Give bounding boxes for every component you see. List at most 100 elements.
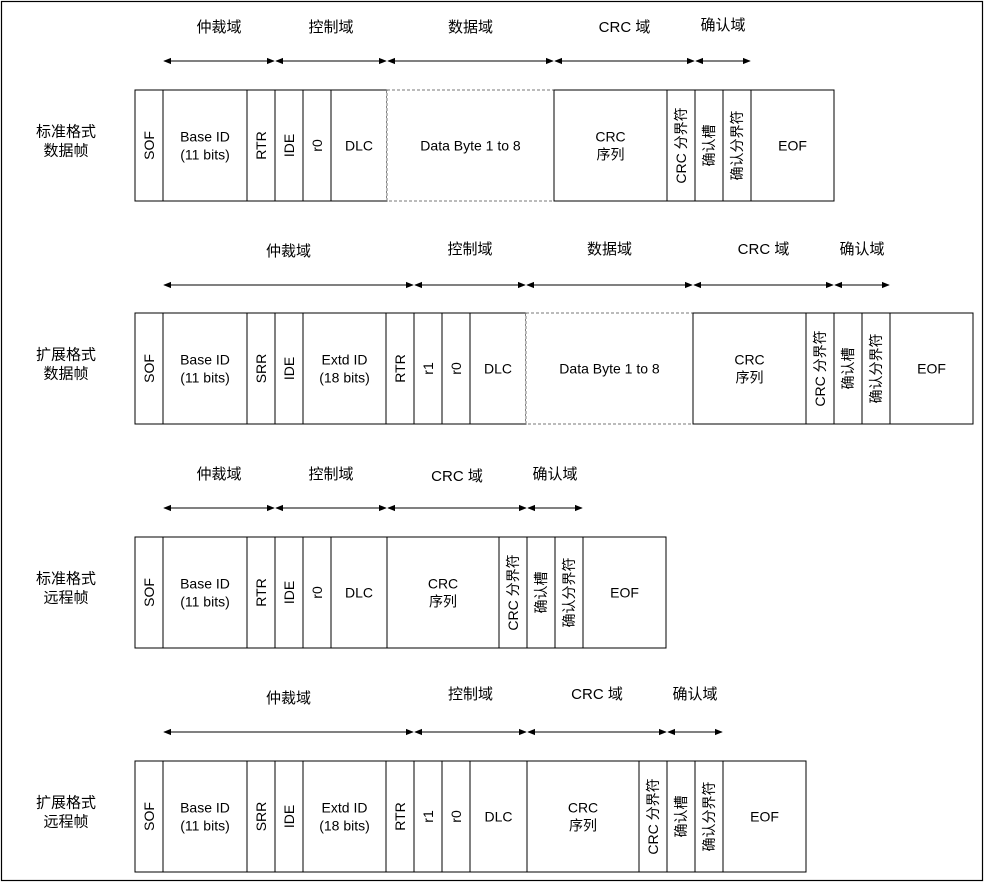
field-dlc: DLC (330, 89, 388, 202)
span-仲裁域: 仲裁域 (163, 466, 275, 512)
field-data-byte-1-to-8: Data Byte 1 to 8 (386, 89, 555, 202)
field-label: CRC 分界符 (812, 330, 828, 406)
span-label: 数据域 (448, 19, 493, 36)
field-label: 确认分界符 (729, 111, 745, 181)
field-label: SOF (141, 802, 157, 831)
field-label: IDE (281, 805, 297, 828)
field-box (274, 760, 304, 873)
span-label: 仲裁域 (266, 243, 311, 260)
field-sof: SOF (134, 536, 164, 649)
field-label: RTR (253, 131, 269, 160)
field-label: SOF (141, 354, 157, 383)
span-数据域: 数据域 (387, 19, 554, 65)
field-label: EOF (750, 809, 779, 825)
field-r1: r1 (413, 760, 443, 873)
field-label: r0 (309, 139, 325, 152)
field-r0: r0 (302, 536, 332, 649)
span-仲裁域: 仲裁域 (163, 690, 414, 736)
span-label: 控制域 (308, 466, 353, 483)
span-仲裁域: 仲裁域 (163, 243, 414, 289)
field-label: r1 (420, 362, 436, 375)
field-data-byte-1-to-8: Data Byte 1 to 8 (525, 312, 694, 425)
field-box (302, 312, 387, 425)
field-box (162, 536, 248, 649)
field-box (638, 760, 668, 873)
field-label: SOF (141, 131, 157, 160)
field-确认槽: 确认槽 (666, 760, 696, 873)
span-crc-域: CRC 域 (387, 468, 527, 512)
field-label: RTR (392, 802, 408, 831)
field-box (302, 760, 387, 873)
field-box (162, 89, 248, 202)
field-label: DLC (484, 361, 512, 377)
field-rtr: RTR (385, 312, 415, 425)
field-label: RTR (392, 354, 408, 383)
field-box (692, 312, 807, 425)
field-box (386, 536, 500, 649)
field-base-id-11-bits: Base ID(11 bits) (162, 89, 248, 202)
frame-spans: 仲裁域 控制域 CRC 域确认域 (163, 686, 723, 736)
field-确认槽: 确认槽 (526, 536, 556, 649)
field-srr: SRR (246, 760, 276, 873)
span-crc-域: CRC 域 (693, 241, 834, 289)
field-box (134, 312, 164, 425)
field-label: 确认分界符 (868, 334, 884, 404)
field-box (441, 760, 471, 873)
field-label: SRR (253, 802, 269, 832)
field-sof: SOF (134, 89, 164, 202)
field-label: EOF (778, 138, 807, 154)
field-label: EOF (610, 585, 639, 601)
field-box (330, 89, 388, 202)
field-base-id-11-bits: Base ID(11 bits) (162, 760, 248, 873)
field-label: DLC (345, 585, 373, 601)
field-label: 确认槽 (701, 125, 717, 167)
span-label: 确认域 (839, 241, 884, 258)
field-label: EOF (917, 361, 946, 377)
field-crc-分界符: CRC 分界符 (666, 89, 696, 202)
span-label: 控制域 (308, 19, 353, 36)
field-box (553, 89, 668, 202)
field-label: r0 (448, 810, 464, 823)
frame-label: 扩展格式数据帧 (36, 347, 96, 383)
span-crc-域: CRC 域 (527, 686, 667, 736)
field-box (386, 89, 555, 202)
field-确认分界符: 确认分界符 (722, 89, 752, 202)
field-sof: SOF (134, 312, 164, 425)
field-box (385, 312, 415, 425)
field-label: DLC (345, 138, 373, 154)
field-eof: EOF (582, 536, 667, 649)
span-确认域: 确认域 (527, 466, 583, 512)
field-rtr: RTR (246, 89, 276, 202)
frame-spans: 仲裁域 控制域 CRC 域确认域 (163, 466, 583, 512)
field-ide: IDE (274, 760, 304, 873)
field-extd-id-18-bits: Extd ID(18 bits) (302, 312, 387, 425)
field-确认分界符: 确认分界符 (861, 312, 891, 425)
span-确认域: 确认域 (667, 686, 723, 736)
field-rtr: RTR (246, 536, 276, 649)
field-box (413, 760, 443, 873)
field-label: Data Byte 1 to 8 (420, 138, 521, 154)
field-base-id-11-bits: Base ID(11 bits) (162, 312, 248, 425)
field-crc-分界符: CRC 分界符 (498, 536, 528, 649)
field-box (274, 89, 304, 202)
field-box (694, 89, 724, 202)
field-dlc: DLC (469, 760, 528, 873)
span-label: 控制域 (448, 686, 493, 703)
field-box (162, 312, 248, 425)
field-确认分界符: 确认分界符 (554, 536, 584, 649)
span-label: 确认域 (532, 466, 577, 483)
span-确认域: 确认域 (834, 241, 890, 289)
field-srr: SRR (246, 312, 276, 425)
span-label: 确认域 (672, 686, 717, 703)
span-label: 确认域 (700, 17, 745, 34)
field-label: Data Byte 1 to 8 (559, 361, 660, 377)
